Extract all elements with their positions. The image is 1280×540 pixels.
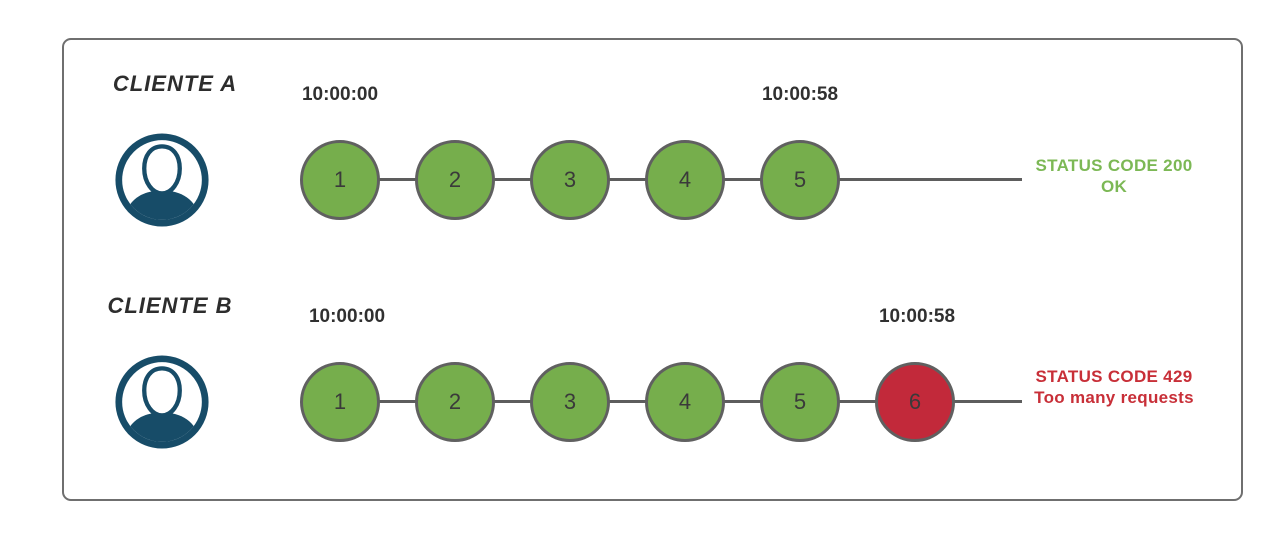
- row-b-start-time: 10:00:00: [308, 306, 386, 327]
- request-number: 5: [793, 389, 807, 414]
- request-number: 3: [563, 389, 577, 414]
- status-message-line: OK: [1100, 177, 1128, 196]
- request-number: 4: [678, 167, 692, 192]
- request-number: 5: [793, 167, 807, 192]
- diagram-frame: CLIENTE A 10:00:00 10:00:58 1 2 3 4: [62, 38, 1243, 501]
- user-avatar-icon: [114, 354, 210, 450]
- request-circle: 6: [875, 362, 955, 442]
- request-circle: 2: [415, 362, 495, 442]
- request-number: 2: [448, 167, 462, 192]
- request-circle: 5: [760, 140, 840, 220]
- row-a-status: STATUS CODE 200 OK: [1026, 155, 1202, 197]
- row-b-status: STATUS CODE 429 Too many requests: [1026, 366, 1202, 408]
- request-number: 3: [563, 167, 577, 192]
- row-b-end-time: 10:00:58: [878, 306, 956, 327]
- request-circle: 4: [645, 140, 725, 220]
- request-number: 1: [333, 167, 347, 192]
- request-circle: 1: [300, 140, 380, 220]
- request-circle: 2: [415, 140, 495, 220]
- client-b-label: CLIENTE B: [107, 293, 233, 318]
- request-number: 2: [448, 389, 462, 414]
- row-a-end-time: 10:00:58: [761, 84, 839, 105]
- request-circle: 4: [645, 362, 725, 442]
- request-number: 1: [333, 389, 347, 414]
- request-circle: 1: [300, 362, 380, 442]
- status-code-line: STATUS CODE 429: [1035, 367, 1193, 386]
- row-a-start-time: 10:00:00: [301, 84, 379, 105]
- client-a-label: CLIENTE A: [112, 71, 238, 96]
- request-number: 6: [908, 389, 922, 414]
- request-circle: 5: [760, 362, 840, 442]
- request-circle: 3: [530, 140, 610, 220]
- user-avatar-icon: [114, 132, 210, 228]
- status-code-line: STATUS CODE 200: [1035, 156, 1193, 175]
- request-circle: 3: [530, 362, 610, 442]
- request-number: 4: [678, 389, 692, 414]
- status-message-line: Too many requests: [1034, 388, 1194, 407]
